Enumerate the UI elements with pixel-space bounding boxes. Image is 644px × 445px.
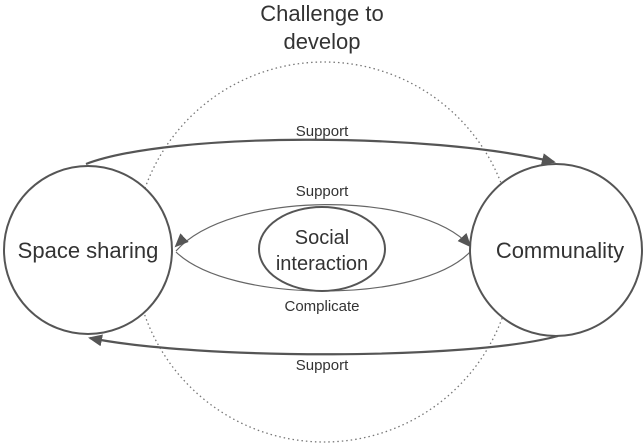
support-label-inner-top: Support (296, 183, 349, 200)
social-interaction-node (258, 206, 386, 292)
support-label-bottom-outer: Support (296, 357, 349, 374)
space-sharing-label: Space sharing (18, 238, 159, 263)
diagram-title-line-2: develop (283, 29, 360, 54)
communality-node (469, 163, 643, 337)
support-arrow-top-outer (85, 138, 556, 166)
complicate-label-inner-bottom: Complicate (284, 298, 359, 315)
social-interaction-label-line-2: interaction (276, 253, 368, 275)
support-label-top-outer: Support (296, 123, 349, 140)
social-interaction-label-line-1: Social (295, 227, 349, 249)
support-arrow-inner-top (175, 204, 472, 252)
space-sharing-node (3, 165, 173, 335)
support-arrow-bottom-outer (88, 334, 559, 356)
communality-label: Communality (496, 238, 624, 263)
diagram-title-line-1: Challenge to (260, 1, 384, 26)
